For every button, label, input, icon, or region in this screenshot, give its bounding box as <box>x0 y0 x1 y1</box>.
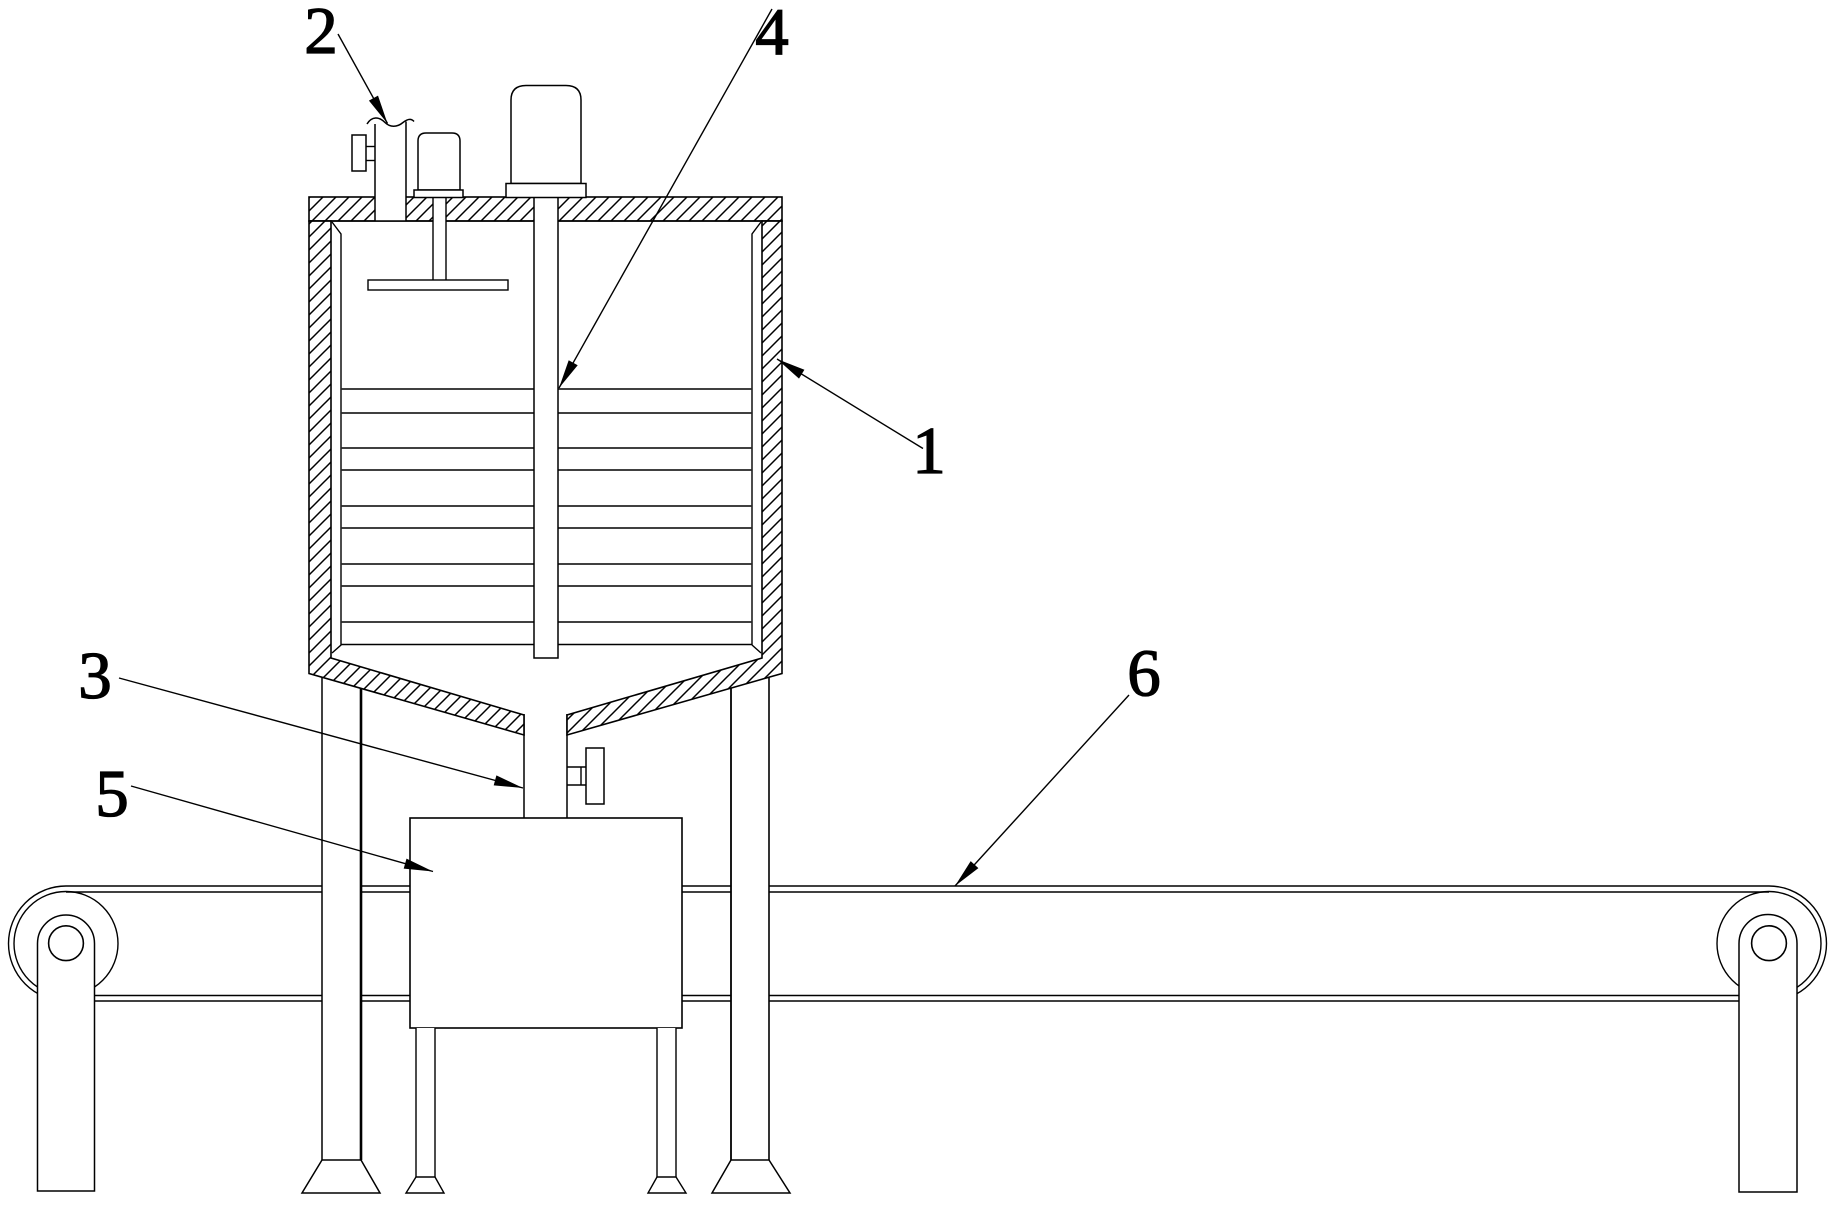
svg-text:6: 6 <box>1127 637 1161 711</box>
svg-text:1: 1 <box>912 414 946 488</box>
svg-text:4: 4 <box>755 0 789 69</box>
svg-text:3: 3 <box>78 639 112 713</box>
svg-text:5: 5 <box>95 757 129 831</box>
svg-text:2: 2 <box>304 0 338 68</box>
